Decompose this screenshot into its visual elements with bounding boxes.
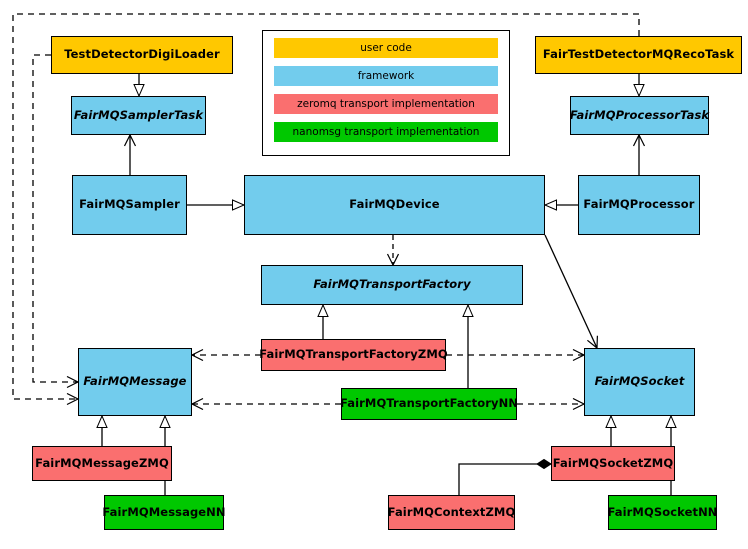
legend-item-framework: framework <box>274 66 498 86</box>
class-node-label: FairMQSocket <box>594 374 685 389</box>
class-node-FairMQTransportFactory[interactable]: FairMQTransportFactory <box>261 265 523 305</box>
class-node-label: FairMQProcessorTask <box>569 107 710 122</box>
class-node-FairTestDetectorMQRecoTask[interactable]: FairTestDetectorMQRecoTask <box>535 36 742 74</box>
class-node-FairMQDevice[interactable]: FairMQDevice <box>244 175 545 235</box>
class-node-label: FairMQMessageZMQ <box>35 455 169 470</box>
legend-item-user: user code <box>274 38 498 58</box>
class-node-FairMQTransportFactoryNN[interactable]: FairMQTransportFactoryNN <box>339 388 519 420</box>
class-node-label: FairMQSampler <box>79 197 180 212</box>
legend-item-label: user code <box>360 42 412 54</box>
edge-socketzmq-contextzmq <box>458 458 552 495</box>
class-node-FairMQTransportFactoryZMQ[interactable]: FairMQTransportFactoryZMQ <box>259 339 448 371</box>
legend-item-label: nanomsg transport implementation <box>292 126 480 138</box>
edge-device-socket <box>544 234 597 348</box>
class-node-label: FairMQSamplerTask <box>73 107 204 122</box>
class-node-TestDetectorDigiLoader[interactable]: TestDetectorDigiLoader <box>51 36 233 74</box>
class-node-label: FairMQContextZMQ <box>387 504 516 519</box>
class-node-FairMQMessageNN[interactable]: FairMQMessageNN <box>102 495 226 530</box>
legend-item-nn: nanomsg transport implementation <box>274 122 498 142</box>
class-node-label: FairMQTransportFactoryNN <box>339 396 519 411</box>
class-node-label: FairMQMessage <box>83 374 187 389</box>
class-node-FairMQSocketZMQ[interactable]: FairMQSocketZMQ <box>551 446 675 481</box>
class-node-label: FairMQSocketZMQ <box>552 455 674 470</box>
class-node-label: FairMQTransportFactory <box>313 277 471 292</box>
legend-item-zmq: zeromq transport implementation <box>274 94 498 114</box>
class-node-label: FairMQSocketNN <box>607 504 718 519</box>
class-node-label: FairMQProcessor <box>583 197 695 212</box>
class-node-label: FairMQMessageNN <box>102 504 226 519</box>
class-node-FairMQProcessor[interactable]: FairMQProcessor <box>578 175 700 235</box>
class-node-FairMQSampler[interactable]: FairMQSampler <box>72 175 187 235</box>
class-node-FairMQContextZMQ[interactable]: FairMQContextZMQ <box>388 495 515 530</box>
legend-item-label: framework <box>357 70 415 82</box>
legend-item-label: zeromq transport implementation <box>297 98 475 110</box>
class-node-FairMQSamplerTask[interactable]: FairMQSamplerTask <box>71 96 206 135</box>
class-node-FairMQMessageZMQ[interactable]: FairMQMessageZMQ <box>32 446 172 481</box>
class-node-label: FairTestDetectorMQRecoTask <box>542 47 735 62</box>
class-node-FairMQProcessorTask[interactable]: FairMQProcessorTask <box>570 96 709 135</box>
class-node-label: FairMQDevice <box>349 197 440 212</box>
color-legend: user code framework zeromq transport imple… <box>262 30 510 156</box>
class-node-FairMQSocket[interactable]: FairMQSocket <box>584 348 695 416</box>
class-node-FairMQSocketNN[interactable]: FairMQSocketNN <box>607 495 718 530</box>
class-node-FairMQMessage[interactable]: FairMQMessage <box>78 348 192 416</box>
class-node-label: TestDetectorDigiLoader <box>64 47 220 62</box>
class-node-label: FairMQTransportFactoryZMQ <box>259 347 448 362</box>
